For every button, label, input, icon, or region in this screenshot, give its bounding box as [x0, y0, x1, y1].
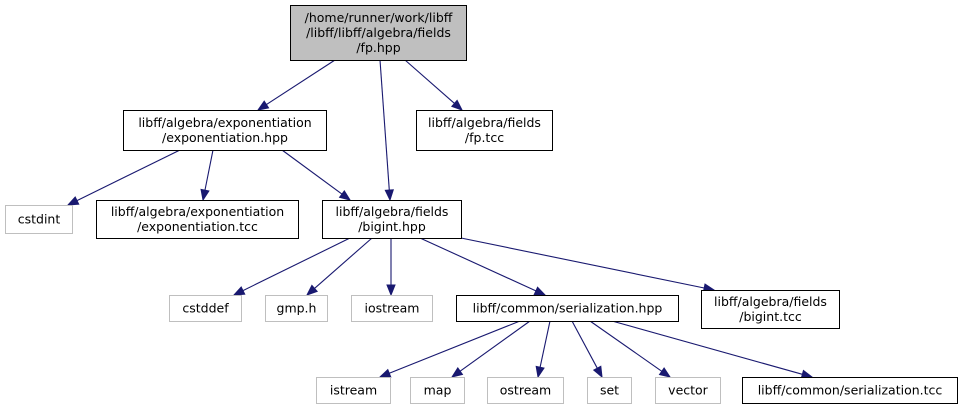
node-label-line: libff/algebra/fields: [714, 294, 827, 309]
node-box: [96, 200, 299, 239]
arrowhead-serialization_hpp-to-vector: [658, 367, 672, 378]
node-exponentiation-hpp[interactable]: libff/algebra/exponentiation/exponentiat…: [123, 110, 327, 151]
edge-bigint_hpp-to-serialization_hpp: [419, 237, 537, 292]
node-label-line: libff/algebra/exponentiation: [138, 115, 311, 130]
node-label-line: /libff/libff/algebra/fields: [306, 25, 451, 40]
node-box: [742, 377, 958, 404]
node-label-line: libff/common/serialization.hpp: [473, 301, 663, 316]
edge-exponentiation_hpp-to-bigint_hpp: [281, 149, 343, 195]
node-serialization-tcc[interactable]: libff/common/serialization.tcc: [742, 377, 958, 404]
edge-bigint_hpp-to-gmp_h: [314, 237, 373, 289]
node-label-line: /exponentiation.tcc: [137, 219, 258, 234]
arrowhead-fp_hpp-to-fp_tcc: [450, 99, 464, 111]
edge-serialization_hpp-to-serialization_tcc: [611, 320, 803, 375]
edge-bigint_hpp-to-cstddef: [242, 237, 351, 292]
node-label-line: /exponentiation.hpp: [162, 130, 288, 145]
node-exponentiation-tcc[interactable]: libff/algebra/exponentiation/exponentiat…: [96, 200, 299, 239]
node-vector: vector: [655, 377, 721, 404]
edges-layer: [66, 59, 814, 379]
node-label-line: libff/algebra/fields: [428, 115, 541, 130]
node-label-line: libff/algebra/fields: [336, 204, 449, 219]
arrowhead-serialization_hpp-to-set: [592, 365, 603, 379]
arrowhead-bigint_hpp-to-gmp_h: [305, 284, 319, 296]
arrowhead-serialization_hpp-to-map: [450, 367, 464, 378]
node-box: [351, 295, 433, 322]
node-box: [416, 110, 553, 151]
node-label-line: cstdint: [18, 212, 61, 227]
arrowhead-serialization_hpp-to-istream: [378, 368, 392, 378]
arrowhead-bigint_hpp-to-serialization_hpp: [533, 286, 547, 296]
node-label-line: cstddef: [182, 301, 229, 316]
node-label-line: vector: [668, 383, 709, 398]
node-label-line: libff/algebra/exponentiation: [111, 204, 284, 219]
node-label-line: istream: [330, 383, 377, 398]
node-box: [5, 205, 73, 234]
edge-exponentiation_hpp-to-exponentiation_tcc: [204, 149, 214, 191]
node-label-line: set: [600, 383, 619, 398]
node-cstdint: cstdint: [5, 205, 73, 234]
node-box: [655, 377, 721, 404]
arrowhead-fp_hpp-to-bigint_hpp: [384, 189, 394, 202]
node-box: [322, 200, 462, 239]
edge-bigint_hpp-to-bigint_tcc: [460, 237, 705, 289]
node-gmp-h: gmp.h: [265, 295, 328, 322]
node-box: [487, 377, 564, 404]
edge-serialization_hpp-to-map: [459, 320, 531, 372]
edge-serialization_hpp-to-ostream: [539, 320, 551, 368]
node-ostream: ostream: [487, 377, 564, 404]
node-fp-tcc[interactable]: libff/algebra/fields/fp.tcc: [416, 110, 553, 151]
node-bigint-tcc[interactable]: libff/algebra/fields/bigint.tcc: [701, 290, 840, 329]
arrowhead-fp_hpp-to-exponentiation_hpp: [256, 100, 270, 111]
arrowhead-exponentiation_hpp-to-cstdint: [66, 196, 80, 206]
node-box: [456, 295, 679, 322]
node-box: [290, 5, 467, 61]
node-box: [701, 290, 840, 329]
node-iostream: iostream: [351, 295, 433, 322]
node-cstddef: cstddef: [169, 295, 242, 322]
edge-fp_hpp-to-bigint_hpp: [379, 59, 390, 191]
node-box: [169, 295, 242, 322]
node-box: [587, 377, 632, 404]
node-label-line: /fp.hpp: [356, 40, 400, 55]
arrowhead-bigint_hpp-to-cstddef: [232, 286, 246, 296]
arrowhead-exponentiation_hpp-to-bigint_hpp: [338, 189, 352, 201]
node-box: [265, 295, 328, 322]
node-label-line: gmp.h: [277, 301, 317, 316]
node-label-line: /home/runner/work/libff: [305, 10, 453, 25]
node-label-line: ostream: [500, 383, 551, 398]
node-set: set: [587, 377, 632, 404]
node-label-line: map: [424, 383, 452, 398]
node-box: [410, 377, 465, 404]
node-label-line: iostream: [365, 301, 420, 316]
node-istream: istream: [316, 377, 391, 404]
arrowhead-serialization_hpp-to-ostream: [535, 365, 545, 379]
node-bigint-hpp[interactable]: libff/algebra/fields/bigint.hpp: [322, 200, 462, 239]
node-label-line: /bigint.hpp: [358, 219, 426, 234]
nodes-layer: /home/runner/work/libff/libff/libff/alge…: [5, 5, 958, 404]
arrowhead-exponentiation_hpp-to-exponentiation_tcc: [200, 188, 210, 202]
node-label-line: /bigint.tcc: [739, 309, 802, 324]
edge-serialization_hpp-to-istream: [389, 320, 521, 374]
edge-fp_hpp-to-fp_tcc: [404, 59, 455, 104]
edge-fp_hpp-to-exponentiation_hpp: [266, 59, 336, 106]
node-fp-hpp[interactable]: /home/runner/work/libff/libff/libff/alge…: [290, 5, 467, 61]
node-map: map: [410, 377, 465, 404]
edge-serialization_hpp-to-set: [571, 320, 598, 369]
node-label-line: libff/common/serialization.tcc: [758, 383, 943, 398]
edge-exponentiation_hpp-to-cstdint: [76, 149, 181, 202]
node-label-line: /fp.tcc: [465, 130, 504, 145]
node-box: [123, 110, 327, 151]
node-serialization-hpp[interactable]: libff/common/serialization.hpp: [456, 295, 679, 322]
node-box: [316, 377, 391, 404]
arrowhead-bigint_hpp-to-iostream: [386, 284, 396, 297]
edge-serialization_hpp-to-vector: [589, 320, 663, 372]
